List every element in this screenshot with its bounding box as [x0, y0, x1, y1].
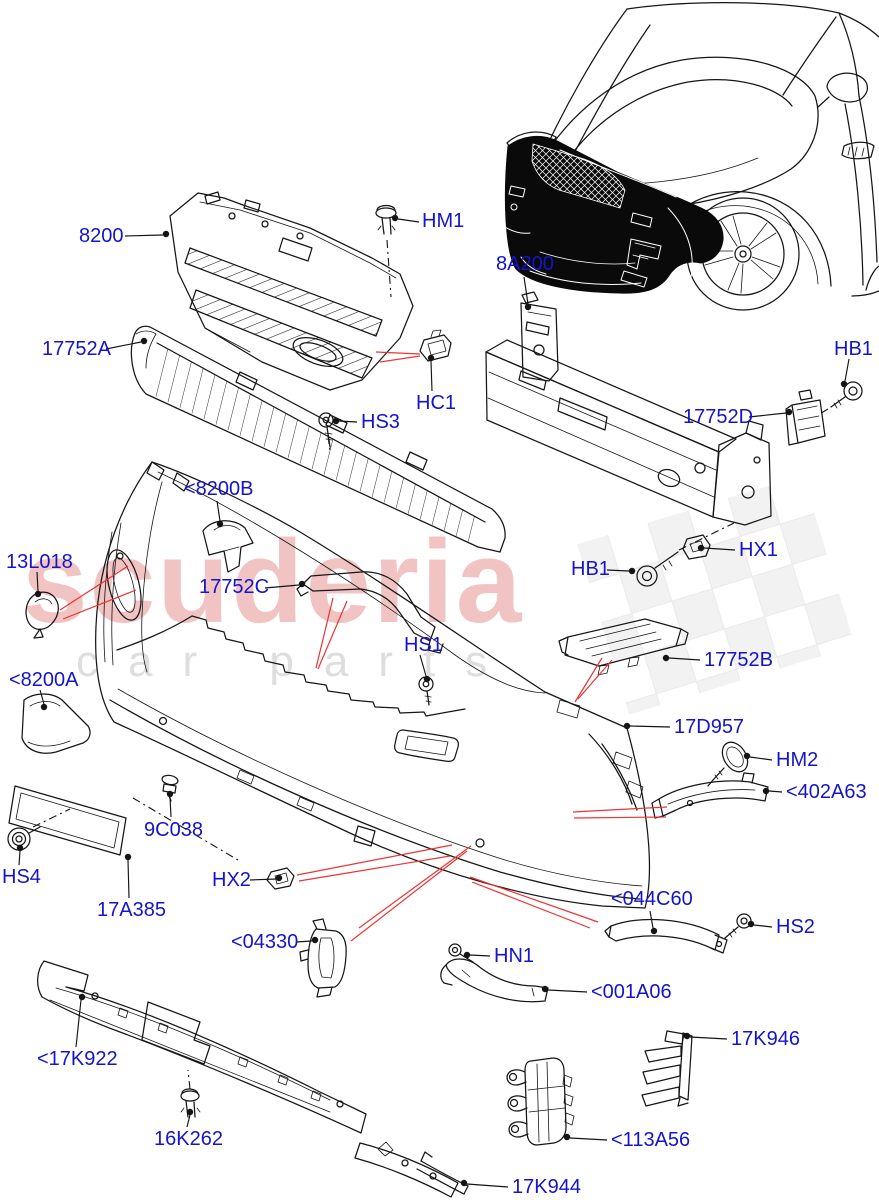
- clip-hc1-drawing: [419, 329, 452, 362]
- checkered-flag-watermark: [577, 475, 855, 715]
- trim-044c60-drawing: [604, 918, 728, 954]
- callout-lines-layer: [16, 214, 850, 1188]
- clip-hx2-drawing: [266, 867, 295, 890]
- screw-hs2-drawing: [724, 913, 752, 939]
- bracket-17752c-drawing: [296, 571, 444, 654]
- grille-panel-drawing: [169, 191, 414, 391]
- bolt-hb1-lower-drawing: [636, 551, 679, 587]
- air-duct-8200a-drawing: [21, 693, 91, 754]
- bumper-cover-drawing: [95, 461, 651, 909]
- skid-tray-drawing: [354, 1141, 459, 1198]
- skid-plate-17k922-drawing: [37, 960, 367, 1134]
- screw-hm1-drawing: [375, 204, 397, 235]
- beam-bracket-17752d-drawing: [785, 389, 826, 446]
- pin-hm2-drawing: [707, 741, 749, 787]
- bolt-hb1-upper-drawing: [830, 381, 863, 409]
- vehicle-illustration: [504, 2, 879, 311]
- bracket-402a63-drawing: [651, 772, 769, 819]
- watermark-brand-text: scuderia: [22, 516, 523, 648]
- bracket-04330-drawing: [299, 918, 347, 998]
- bracket-001a06-drawing: [440, 958, 549, 1003]
- deflector-8200b-drawing: [202, 520, 254, 573]
- washer-cover-13l018-drawing: [25, 591, 59, 639]
- bumper-beam-drawing: [485, 291, 772, 526]
- plate-plinth-17a385-drawing: [8, 785, 127, 856]
- grille-absorber-drawing: [130, 325, 506, 553]
- slat-17752b-drawing: [558, 618, 689, 676]
- bracket-113a56-drawing: [506, 1057, 575, 1146]
- vent-17k946-drawing: [641, 1030, 693, 1107]
- strip-17k944-drawing: [416, 1151, 469, 1195]
